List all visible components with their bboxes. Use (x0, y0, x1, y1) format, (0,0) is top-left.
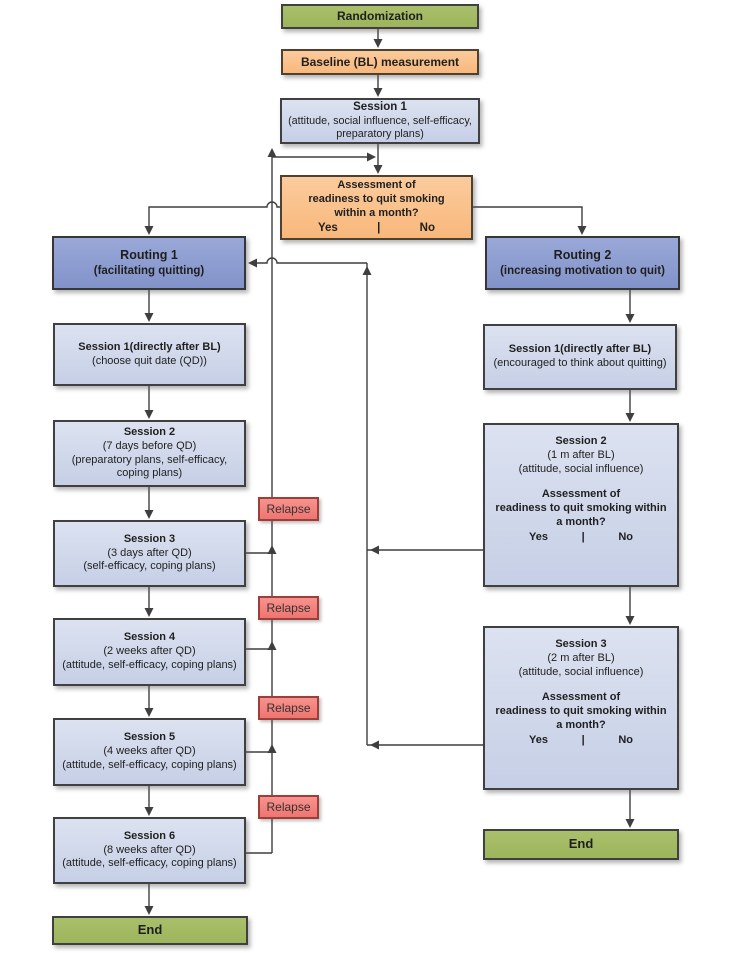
node-subtitle: (3 days after QD) (107, 546, 192, 559)
no-label: No (618, 530, 633, 543)
node-subtitle: (attitude, self-efficacy, coping plans) (62, 658, 237, 671)
node-relapse-1: Relapse (258, 497, 319, 521)
node-subtitle: (self-efficacy, coping plans) (83, 560, 216, 573)
node-title: Session 2 (555, 435, 607, 447)
node-routing1: Routing 1 (facilitating quitting) (52, 236, 246, 290)
separator: | (377, 222, 381, 235)
no-label: No (618, 733, 633, 746)
node-assessment-readiness: Assessment of readiness to quit smoking … (280, 175, 473, 240)
node-title: Session 3 (555, 638, 607, 650)
assessment-line: Assessment of (541, 488, 621, 501)
node-title: Session 2 (123, 426, 176, 438)
assessment-line: a month? (556, 718, 606, 731)
assessment-line: readiness to quit smoking within (495, 705, 667, 717)
node-subtitle: (attitude, social influence) (518, 462, 644, 475)
assessment-line: Assessment of (337, 179, 416, 192)
node-label: Relapse (266, 700, 311, 715)
node-subtitle: (encouraged to think about quitting) (493, 357, 667, 369)
node-subtitle: (attitude, social influence, self-effica… (288, 114, 472, 141)
node-subtitle: (attitude, self-efficacy, coping plans) (62, 857, 237, 870)
node-title: Session 4 (123, 631, 176, 644)
node-title: Session 1(directly after BL) (78, 340, 221, 353)
node-subtitle: (4 weeks after QD) (103, 745, 196, 758)
node-subtitle: (facilitating quitting) (93, 264, 205, 277)
node-title: Session 5 (123, 731, 176, 744)
node-randomization: Randomization (281, 4, 479, 29)
separator: | (581, 530, 585, 543)
node-title: Session 3 (123, 532, 176, 545)
node-title: Session 1 (353, 101, 407, 114)
yes-label: Yes (529, 733, 548, 746)
assessment-line: readiness to quit smoking within (495, 502, 667, 514)
separator: | (581, 733, 585, 746)
node-subtitle: (preparatory plans, self-efficacy, copin… (71, 453, 228, 480)
node-left-end: End (52, 916, 248, 945)
node-title: Session 6 (123, 829, 176, 842)
node-left-session4: Session 4 (2 weeks after QD) (attitude, … (53, 618, 246, 686)
yes-label: Yes (318, 222, 338, 235)
node-label: Relapse (266, 799, 311, 814)
node-label: Randomization (337, 9, 423, 23)
node-title: Session 1(directly after BL) (508, 343, 652, 356)
node-title: Routing 2 (553, 248, 612, 262)
yes-no-row: Yes | No (487, 530, 675, 545)
flow-lines (148, 29, 631, 907)
node-subtitle: (attitude, social influence) (518, 665, 644, 678)
assessment-line: readiness to quit smoking (308, 192, 445, 205)
arrowheads (144, 39, 635, 915)
node-title: Routing 1 (120, 248, 178, 262)
node-label: Baseline (BL) measurement (300, 54, 460, 69)
node-relapse-3: Relapse (258, 696, 319, 720)
node-right-session1: Session 1(directly after BL) (encouraged… (483, 324, 677, 390)
assessment-line: within a month? (334, 206, 419, 219)
node-subtitle: (2 weeks after QD) (103, 645, 196, 658)
node-label: Relapse (266, 501, 311, 516)
node-label: End (137, 922, 163, 938)
yes-label: Yes (529, 530, 548, 543)
node-left-session2: Session 2 (7 days before QD) (preparator… (53, 420, 246, 487)
node-left-session1: Session 1(directly after BL) (choose qui… (53, 323, 246, 386)
node-subtitle: (choose quit date (QD)) (92, 354, 207, 367)
node-relapse-4: Relapse (258, 795, 319, 819)
node-left-session3: Session 3 (3 days after QD) (self-effica… (53, 520, 246, 587)
no-label: No (419, 222, 435, 235)
node-subtitle: (8 weeks after QD) (103, 843, 196, 856)
node-baseline-measurement: Baseline (BL) measurement (281, 49, 479, 75)
node-right-session3: Session 3 (2 m after BL) (attitude, soci… (483, 626, 679, 790)
yes-no-row: Yes | No (487, 733, 675, 748)
node-right-session2: Session 2 (1 m after BL) (attitude, soci… (483, 423, 679, 587)
yes-no-row: Yes | No (282, 220, 471, 235)
node-session1-top: Session 1 (attitude, social influence, s… (280, 98, 480, 144)
node-right-end: End (483, 829, 679, 860)
node-relapse-2: Relapse (258, 596, 319, 620)
node-subtitle: (1 m after BL) (547, 448, 615, 461)
node-routing2: Routing 2 (increasing motivation to quit… (485, 236, 680, 290)
node-subtitle: (2 m after BL) (547, 651, 615, 664)
node-label: Relapse (266, 600, 311, 615)
node-left-session6: Session 6 (8 weeks after QD) (attitude, … (53, 817, 246, 884)
assessment-line: a month? (556, 515, 606, 528)
assessment-line: Assessment of (541, 691, 621, 704)
node-subtitle: (7 days before QD) (102, 439, 197, 452)
node-subtitle: (increasing motivation to quit) (500, 264, 665, 277)
node-label: End (568, 836, 594, 852)
node-left-session5: Session 5 (4 weeks after QD) (attitude, … (53, 718, 246, 786)
node-subtitle: (attitude, self-efficacy, coping plans) (62, 758, 237, 771)
